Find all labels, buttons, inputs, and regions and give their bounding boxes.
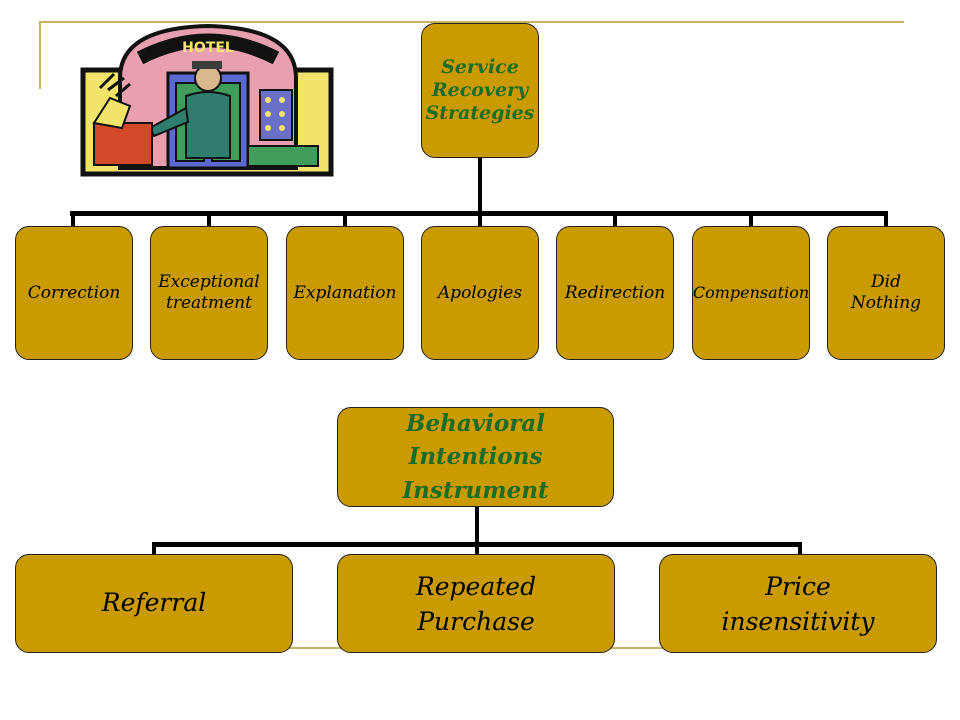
connector xyxy=(478,157,482,213)
behavioral-intentions-root-node: Behavioral Intentions Instrument xyxy=(337,407,614,507)
connector xyxy=(152,544,156,556)
strategy-node: Explanation xyxy=(286,226,404,360)
strategy-node: Redirection xyxy=(556,226,674,360)
strategy-label: Compensation xyxy=(692,283,810,303)
strategy-node: Exceptional treatment xyxy=(150,226,268,360)
connector xyxy=(613,213,617,227)
hotel-sign-text: HOTEL xyxy=(182,40,234,56)
connector xyxy=(475,505,479,545)
intention-node: Repeated Purchase xyxy=(337,554,615,653)
service-recovery-root-node: Service Recovery Strategies xyxy=(421,23,539,158)
hotel-clerk-clipart: HOTEL xyxy=(80,23,334,177)
intention-label: Repeated Purchase xyxy=(415,571,537,636)
connector xyxy=(71,213,75,227)
intention-label: Price insensitivity xyxy=(721,571,875,636)
strategy-node: Compensation xyxy=(692,226,810,360)
connector xyxy=(207,213,211,227)
root-node-label: Behavioral Intentions Instrument xyxy=(402,409,549,504)
intention-node: Price insensitivity xyxy=(659,554,937,653)
connector xyxy=(478,213,482,227)
strategy-node: Correction xyxy=(15,226,133,360)
strategy-label: Did Nothing xyxy=(850,272,922,313)
root-node-label: Service Recovery Strategies xyxy=(425,55,535,125)
strategy-node: Did Nothing xyxy=(827,226,945,360)
connector xyxy=(475,544,479,556)
frame-left-line xyxy=(39,21,41,89)
connector xyxy=(343,213,347,227)
strategy-node: Apologies xyxy=(421,226,539,360)
connector xyxy=(798,544,802,556)
strategy-label: Exceptional treatment xyxy=(158,272,260,313)
strategy-label: Apologies xyxy=(437,282,523,303)
strategy-label: Explanation xyxy=(293,282,397,303)
connector xyxy=(749,213,753,227)
strategy-label: Correction xyxy=(27,282,121,303)
frame-top-line xyxy=(40,21,904,23)
intention-node: Referral xyxy=(15,554,293,653)
strategy-label: Redirection xyxy=(564,282,666,303)
intention-label: Referral xyxy=(101,588,207,618)
connector xyxy=(884,213,888,227)
